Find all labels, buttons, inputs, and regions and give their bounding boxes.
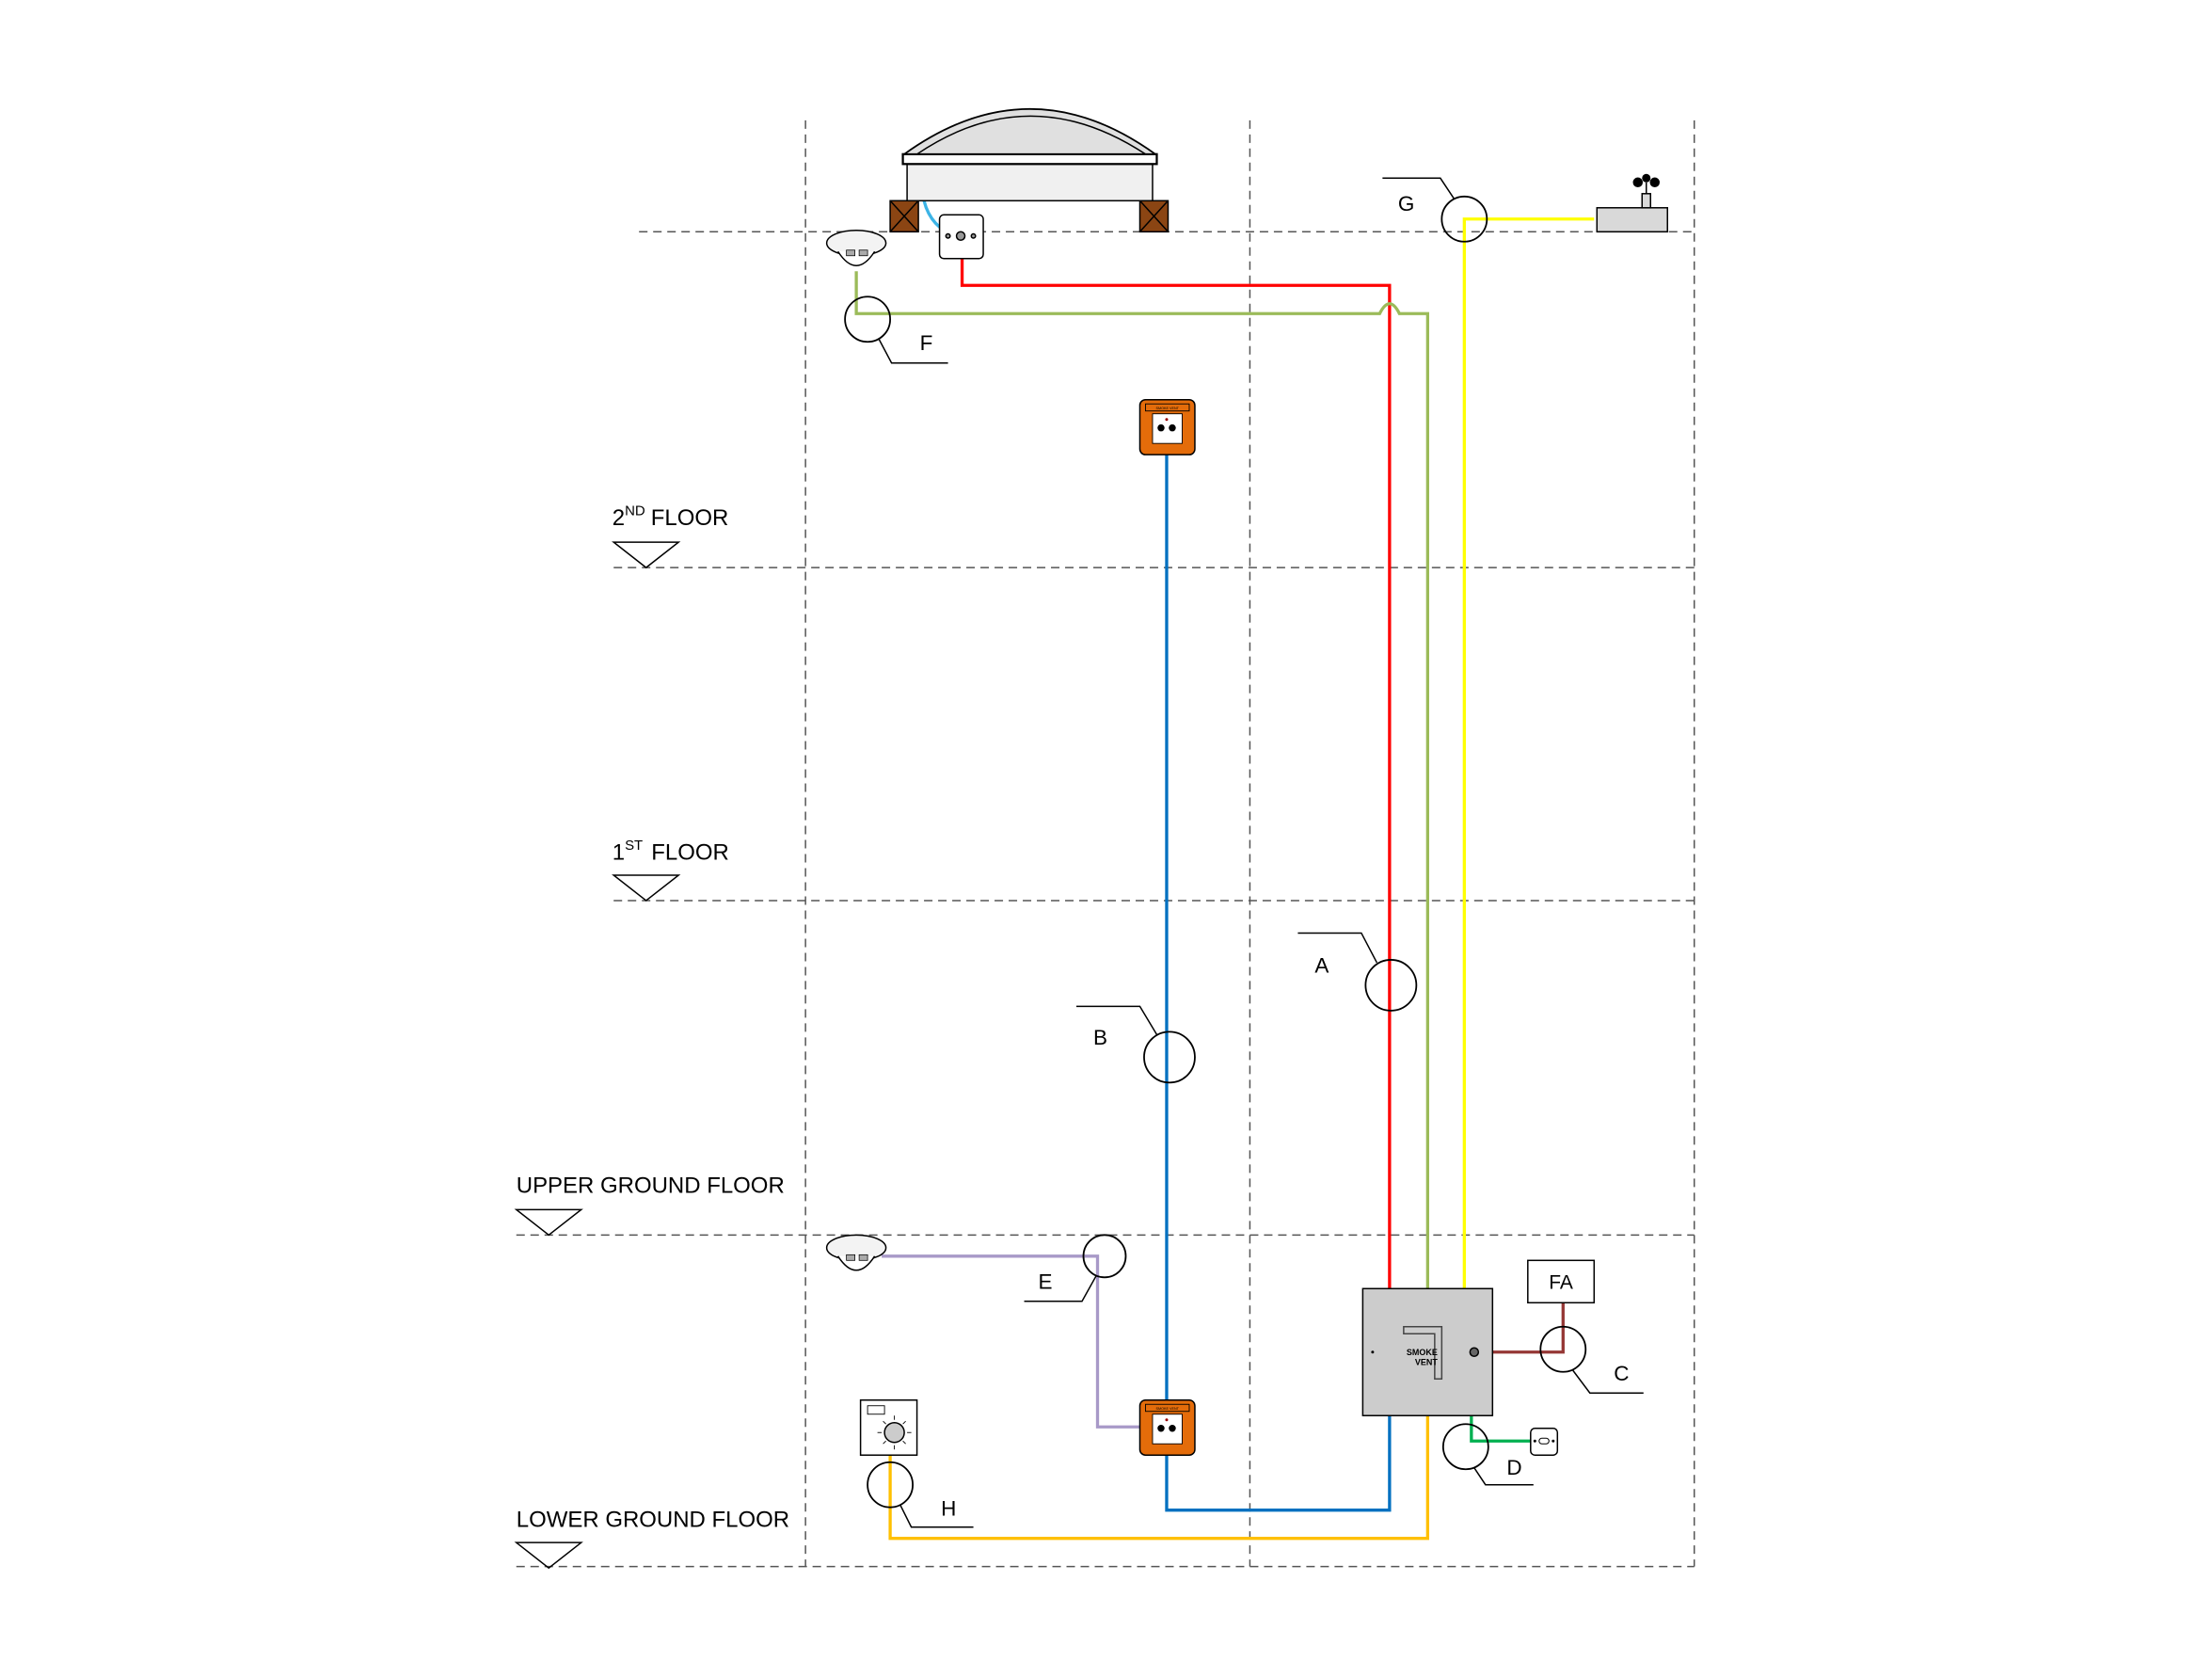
svg-text:F: F [920,331,933,355]
tag-g: G [1382,177,1488,243]
panel-indicator-icon [1469,1347,1480,1358]
tag-c: C [1539,1325,1644,1394]
cable-f-green [854,271,1430,1289]
svg-text:LOWER GROUND FLOOR: LOWER GROUND FLOOR [517,1508,789,1533]
rooflight-dome [889,107,1170,233]
tag-a: A [1297,932,1418,1012]
level-marker-icon [514,1541,583,1570]
svg-text:A: A [1314,953,1329,977]
building-grid [516,120,1695,1568]
tag-h: H [867,1461,974,1528]
floor-label-upper-ground: UPPER GROUND FLOOR [514,1173,785,1237]
tag-d: D [1441,1423,1534,1486]
level-marker-icon [514,1208,583,1237]
vent-switch [859,1398,918,1456]
tag-f: F [844,295,948,364]
weather-sensor [1596,173,1668,233]
svg-text:G: G [1398,192,1415,216]
open-close-sensor [1530,1427,1559,1456]
fire-alarm-box: FA [1527,1259,1596,1304]
control-panel: SMOKE VENT [1361,1287,1494,1416]
call-point-top: SMOKE VENT [1138,398,1196,455]
tag-b: B [1076,1005,1196,1084]
svg-text:B: B [1093,1026,1107,1049]
cable-b-blue [1165,455,1392,1512]
svg-text:FA: FA [1549,1271,1573,1293]
svg-text:SMOKE VENT: SMOKE VENT [1155,1407,1179,1411]
cable-a-red [960,258,1392,1289]
level-marker-icon [612,541,681,569]
smoke-detector-roof [825,230,887,266]
svg-text:SMOKE: SMOKE [1407,1348,1438,1357]
svg-text:C: C [1614,1362,1629,1385]
cable-g-yellow [1462,217,1595,1289]
svg-text:SMOKE VENT: SMOKE VENT [1155,407,1179,410]
level-marker-icon [612,874,681,902]
call-point-bottom: SMOKE VENT [1138,1398,1196,1456]
svg-text:UPPER GROUND FLOOR: UPPER GROUND FLOOR [517,1173,785,1198]
svg-text:D: D [1506,1456,1521,1479]
smoke-detector-ground [825,1234,887,1271]
cable-h-orange [888,1415,1430,1541]
svg-text:E: E [1039,1270,1053,1293]
cable-c-brown [1492,1302,1565,1354]
svg-text:H: H [941,1497,956,1521]
window-actuator [938,214,984,260]
svg-text:VENT: VENT [1415,1357,1438,1366]
cable-e-purple [882,1254,1140,1429]
floor-label-lower-ground: LOWER GROUND FLOOR [514,1508,789,1570]
tag-e: E [1024,1234,1127,1302]
cables [854,200,1595,1541]
